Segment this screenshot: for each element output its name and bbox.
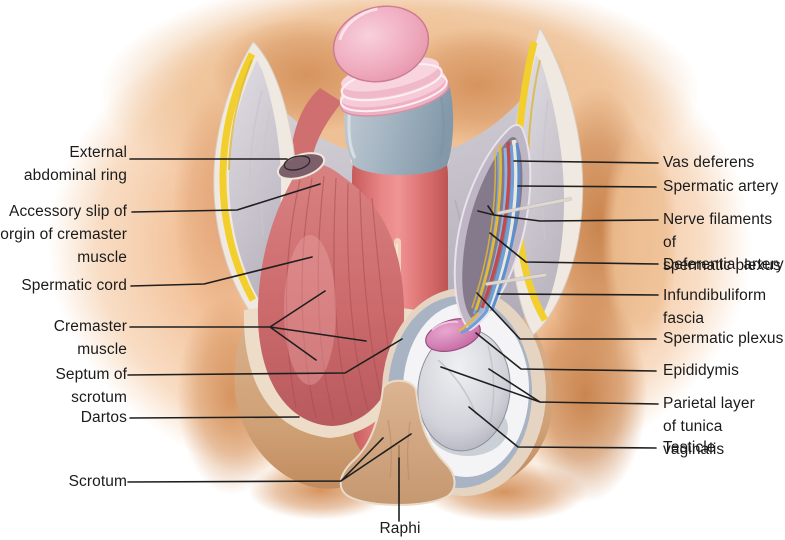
- nerve-yellow: [474, 144, 502, 311]
- artery-red: [480, 141, 511, 309]
- leader-spermatic-artery: [517, 185, 657, 188]
- leader-parietal-layer: [440, 366, 659, 405]
- label-vas-deferens: Vas deferens: [663, 154, 755, 171]
- leader-septum-of-scrotum: [127, 338, 403, 376]
- label-spermatic-cord: Spermatic cord: [21, 277, 127, 294]
- label-accessory-slip: Accessory slip of orgin of cremaster mus…: [0, 203, 127, 266]
- label-cremaster-muscle: Cremaster muscle: [53, 318, 127, 358]
- ring-annotation-oval: [283, 155, 311, 171]
- leader-accessory-slip: [131, 183, 321, 213]
- label-parietal-layer: Parietal layer of tunica vaginalis: [663, 395, 755, 458]
- label-spermatic-plexus: Spermatic plexus: [663, 330, 784, 347]
- leader-scrotum: [127, 433, 412, 483]
- glans: [332, 5, 430, 83]
- label-epididymis: Epididymis: [663, 362, 739, 379]
- leader-lines: [127, 158, 659, 522]
- leader-spermatic-cord: [130, 256, 313, 287]
- spermatic-cord-bundle: [453, 124, 532, 335]
- label-external-abdominal-ring: External abdominal ring: [23, 144, 127, 184]
- label-scrotum: Scrotum: [68, 473, 127, 490]
- leader-deferential-artery: [489, 232, 659, 265]
- label-spermatic-artery: Spermatic artery: [663, 178, 779, 195]
- vein-blue: [484, 144, 515, 313]
- leader-infundibuliform-fascia: [497, 293, 659, 296]
- nerve-yellow: [471, 149, 497, 309]
- label-deferential-artery: Deferential artery: [663, 256, 784, 273]
- vas-deferens-tube: [485, 139, 519, 311]
- leader-epididymis: [475, 332, 657, 372]
- leader-cremaster-muscle: [129, 290, 367, 361]
- leader-vas-deferens: [513, 160, 659, 164]
- leader-spermatic-plexus: [476, 292, 657, 340]
- leader-testicle: [468, 406, 657, 449]
- label-nerve-filaments: Nerve filaments of spermatic plexus: [663, 211, 781, 274]
- cremaster-upper-band: [290, 88, 342, 162]
- label-dartos: Dartos: [80, 409, 127, 426]
- label-septum-of-scrotum: Septum of scrotum: [55, 366, 127, 406]
- probe-pointers: [484, 196, 573, 287]
- label-raphi: Raphi: [379, 520, 421, 537]
- leader-dartos: [129, 416, 300, 419]
- label-infundibuliform-fascia: Infundibuliform fascia: [663, 287, 767, 327]
- label-testicle: Testicle: [663, 439, 716, 456]
- leader-nerve-filaments: [477, 205, 659, 222]
